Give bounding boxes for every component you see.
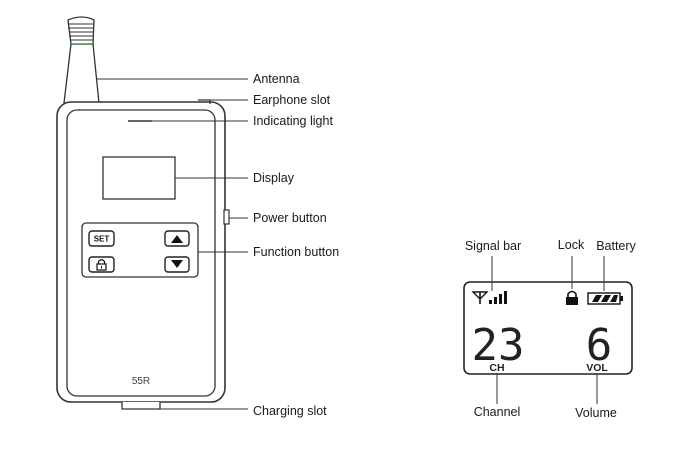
callout-indicating-light: Indicating light	[253, 114, 333, 128]
lcd-volume-digits: 6	[586, 320, 613, 371]
set-button-label: SET	[94, 235, 110, 244]
callout-lines	[97, 78, 248, 410]
label-channel: Channel	[474, 405, 521, 419]
lcd-closeup: 23 6 CH VOL	[463, 281, 633, 375]
lcd-callout-lines	[491, 256, 605, 404]
callout-antenna: Antenna	[253, 72, 300, 86]
down-arrow-icon	[171, 260, 183, 268]
receiver-device: SET 55R	[56, 16, 230, 410]
down-button[interactable]	[164, 256, 190, 273]
signal-bars-icon	[489, 291, 507, 304]
lock-button[interactable]	[88, 256, 115, 273]
device-display	[102, 156, 176, 200]
callout-power-button: Power button	[253, 211, 327, 225]
label-volume: Volume	[575, 406, 617, 420]
charging-slot	[121, 402, 161, 410]
lock-button-icon	[96, 259, 107, 271]
label-signal-bar: Signal bar	[465, 239, 521, 253]
set-button[interactable]: SET	[88, 230, 115, 247]
antenna	[63, 16, 100, 104]
callout-charging-slot: Charging slot	[253, 404, 327, 418]
callout-function-button: Function button	[253, 245, 339, 259]
lock-icon	[566, 290, 578, 305]
label-battery: Battery	[596, 239, 636, 253]
label-lock: Lock	[558, 238, 585, 252]
battery-icon	[587, 292, 623, 305]
lcd-panel	[463, 281, 633, 375]
lcd-channel-unit: CH	[489, 362, 504, 374]
callout-display: Display	[253, 171, 295, 185]
lcd-volume-unit: VOL	[586, 362, 608, 374]
up-button[interactable]	[164, 230, 190, 247]
up-arrow-icon	[171, 235, 183, 243]
lcd-channel-digits: 23	[472, 320, 525, 371]
power-button[interactable]	[223, 209, 230, 225]
antenna-signal-icon	[471, 291, 489, 304]
model-label: 55R	[132, 376, 150, 387]
callout-earphone-slot: Earphone slot	[253, 93, 331, 107]
